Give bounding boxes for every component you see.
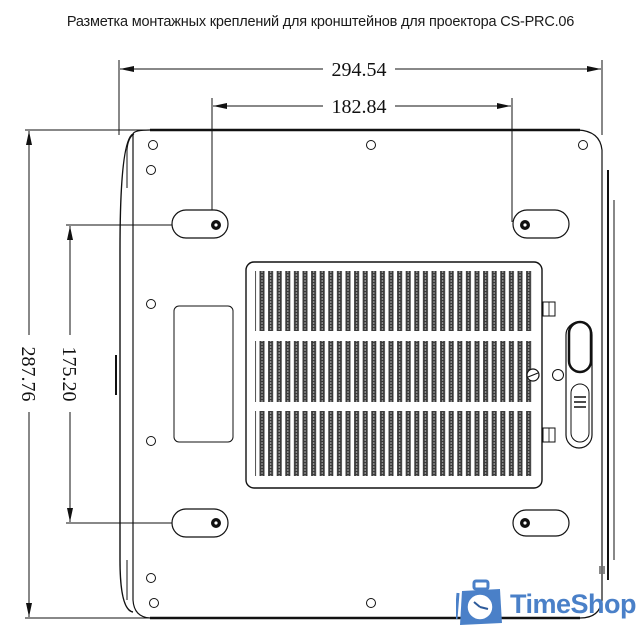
- logo-brand-text: TimeShop: [509, 588, 637, 619]
- hole-icon: [149, 598, 159, 608]
- overall-width-label: 294.54: [332, 59, 387, 81]
- hole-icon: [366, 140, 376, 150]
- dimension-overall-width: 294.54: [118, 59, 603, 135]
- page-title: Разметка монтажных креплений для кронште…: [66, 14, 575, 30]
- dimension-overall-depth: 287.76: [17, 129, 150, 619]
- mount-slot-top-left: [171, 209, 229, 239]
- label-plate: [173, 305, 234, 443]
- mounting-slots: [171, 209, 570, 538]
- mount-depth-label: 175.20: [58, 347, 80, 402]
- hole-icon: [366, 598, 376, 608]
- mount-slot-bottom-left: [171, 508, 229, 538]
- vent-row-top: [255, 271, 533, 331]
- dimension-mount-width: 182.84: [211, 96, 513, 222]
- hole-icon: [146, 436, 156, 446]
- hole-icon: [552, 369, 564, 381]
- hole-icon: [148, 140, 158, 150]
- projector-body: [115, 128, 615, 620]
- vent-row-middle: [255, 341, 533, 402]
- overall-depth-label: 287.76: [17, 347, 39, 402]
- vent-row-bottom: [255, 411, 533, 476]
- hole-icon: [146, 165, 156, 175]
- vent-grille: [245, 261, 556, 489]
- mount-width-label: 182.84: [332, 96, 387, 118]
- mount-slot-bottom-right: [512, 509, 570, 537]
- lens-cover-slider: [565, 320, 593, 449]
- timeshop-logo[interactable]: TimeShop: [456, 578, 637, 630]
- suitcase-clock-icon: [456, 579, 502, 625]
- hole-icon: [146, 299, 156, 309]
- screw-icon: [526, 368, 540, 382]
- mount-slot-top-right: [512, 209, 570, 239]
- hole-icon: [578, 140, 588, 150]
- hole-icon: [146, 573, 156, 583]
- reference-holes: [146, 140, 588, 608]
